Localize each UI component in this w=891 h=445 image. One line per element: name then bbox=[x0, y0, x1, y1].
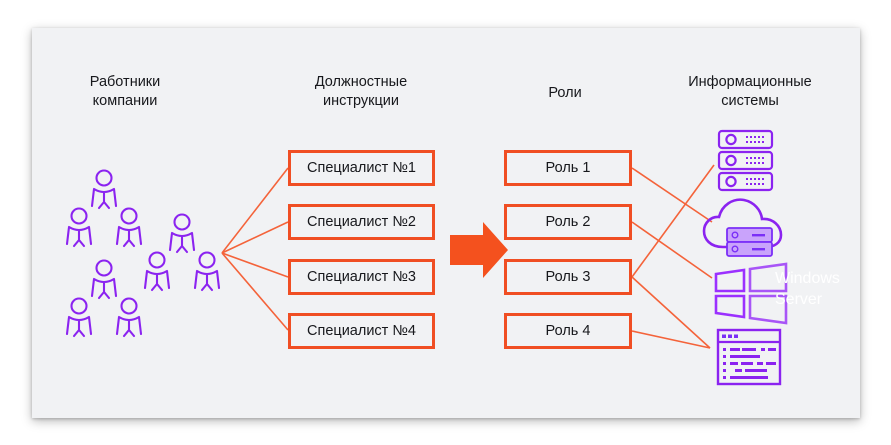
role-box-3[interactable]: Роль 3 bbox=[504, 259, 632, 295]
column-title-job-descriptions: Должностные инструкции bbox=[314, 74, 408, 109]
windows-server-label: Windows Server bbox=[775, 270, 840, 308]
role-box-2[interactable]: Роль 2 bbox=[504, 204, 632, 240]
specialist-box-4[interactable]: Специалист №4 bbox=[288, 313, 435, 349]
connector-role3-code bbox=[631, 276, 711, 349]
people-group-2 bbox=[65, 259, 143, 338]
connector-role3-servers bbox=[631, 164, 715, 278]
connector-people-to-specialists bbox=[221, 167, 289, 331]
server-stack-icon bbox=[717, 129, 774, 192]
specialist-box-3[interactable]: Специалист №3 bbox=[288, 259, 435, 295]
cloud-server-icon bbox=[702, 198, 783, 257]
connector-roles-to-systems bbox=[631, 164, 715, 349]
code-window-icon bbox=[716, 328, 782, 386]
role-box-4[interactable]: Роль 4 bbox=[504, 313, 632, 349]
column-title-information-systems: Информационные системы bbox=[688, 74, 812, 109]
connector-role2-windows bbox=[631, 221, 713, 279]
people-group-1 bbox=[65, 169, 143, 248]
column-title-roles: Роли bbox=[548, 85, 582, 101]
process-arrow-icon bbox=[450, 222, 508, 278]
column-title-employees: Работники компании bbox=[89, 74, 161, 109]
windows-logo-icon bbox=[714, 262, 788, 325]
connector-role4-code bbox=[631, 330, 711, 349]
connector-role1-cloud bbox=[631, 167, 713, 223]
specialist-box-2[interactable]: Специалист №2 bbox=[288, 204, 435, 240]
diagram-panel bbox=[32, 28, 860, 418]
role-box-1[interactable]: Роль 1 bbox=[504, 150, 632, 186]
specialist-box-1[interactable]: Специалист №1 bbox=[288, 150, 435, 186]
people-group-3 bbox=[143, 213, 221, 292]
